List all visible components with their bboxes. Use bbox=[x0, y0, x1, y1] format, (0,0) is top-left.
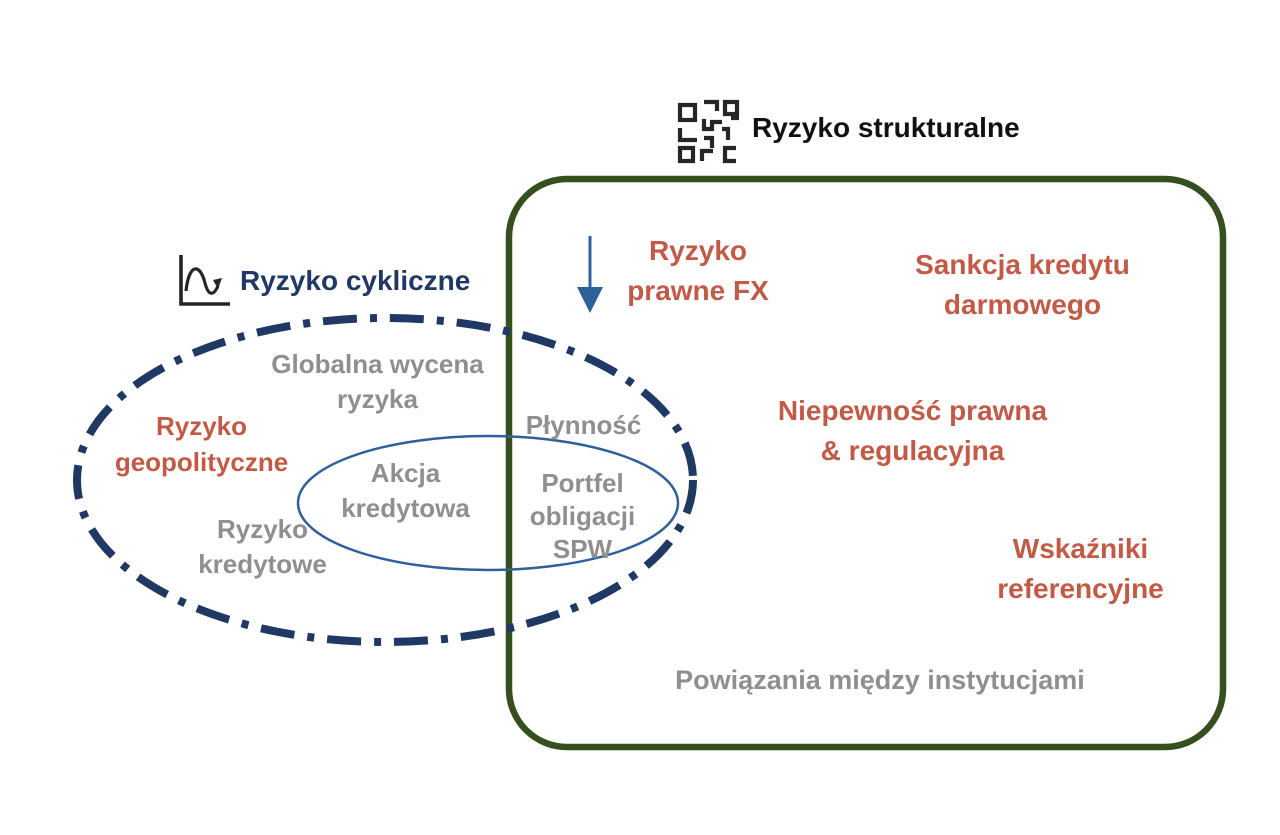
label-legal-fx-risk: Ryzyko prawne FX bbox=[627, 235, 769, 306]
down-arrow-icon bbox=[577, 236, 603, 313]
structural-risk-region-border bbox=[505, 175, 1227, 751]
label-free-credit-sanction: Sankcja kredytu darmowego bbox=[915, 249, 1130, 320]
structural-risk-title: Ryzyko strukturalne bbox=[752, 112, 1020, 143]
label-reference-benchmarks: Wskaźniki referencyjne bbox=[997, 533, 1164, 604]
label-credit-risk: Ryzyko kredytowe bbox=[198, 514, 327, 579]
label-credit-action: Akcja kredytowa bbox=[341, 458, 470, 523]
label-legal-regulatory-uncertainty: Niepewność prawna & regulacyjna bbox=[777, 395, 1048, 466]
maze-icon bbox=[677, 99, 740, 164]
cyclical-risk-title: Ryzyko cykliczne bbox=[240, 265, 471, 296]
label-institution-interlinkages: Powiązania między instytucjami bbox=[675, 665, 1085, 695]
overlap-region-border bbox=[296, 434, 680, 572]
label-geopolitical-risk: Ryzyko geopolityczne bbox=[114, 411, 289, 477]
cyclical-risk-region-border bbox=[73, 314, 697, 646]
label-global-risk-pricing: Globalna wycena ryzyka bbox=[271, 349, 484, 414]
wave-chart-icon bbox=[179, 255, 230, 306]
label-spw-bond-portfolio: Portfel obligacji SPW bbox=[529, 468, 636, 564]
label-liquidity: Płynność bbox=[525, 410, 642, 440]
